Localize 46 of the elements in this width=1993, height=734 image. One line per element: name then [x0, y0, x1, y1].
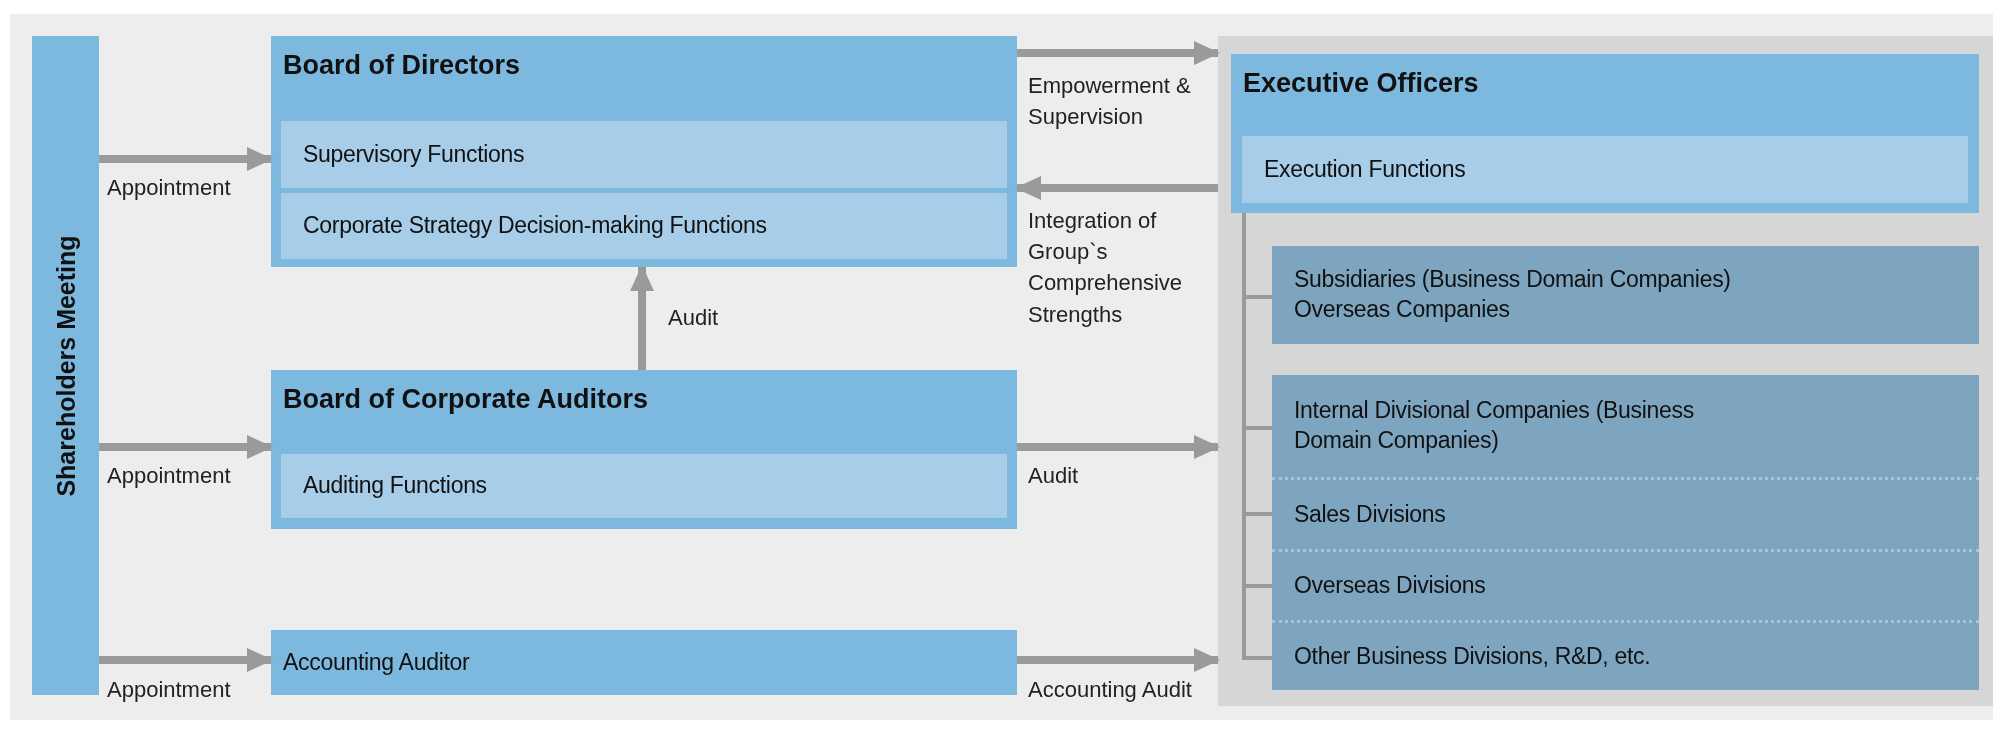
process-box: [1231, 54, 1979, 213]
box-text: Overseas Divisions: [1294, 571, 1487, 601]
process-box: [271, 36, 1017, 267]
arrow: [1015, 176, 1218, 200]
connector-line: [1242, 213, 1272, 660]
box-text: Auditing Functions: [303, 471, 488, 501]
function-box: [281, 121, 1007, 188]
process-box: [271, 630, 1017, 695]
edge-label: Appointment: [107, 462, 231, 490]
box-text: Sales Divisions: [1294, 499, 1447, 529]
box-panel: [1218, 36, 1993, 706]
box-text: Corporate Strategy Decision-making Functions: [303, 211, 768, 241]
box-title: Board of Directors: [283, 49, 521, 82]
edge-label: Audit: [668, 304, 719, 332]
division-box: [1272, 477, 1979, 549]
box-title: Shareholders Meeting: [50, 234, 81, 497]
function-box: [1242, 136, 1968, 203]
box-text: Internal Divisional Companies (Business Domain Companies): [1294, 396, 1694, 455]
box-title: Board of Corporate Auditors: [283, 383, 648, 416]
arrow: [99, 648, 273, 672]
division-box: [1272, 246, 1979, 344]
division-box: [1272, 375, 1979, 477]
arrow: [1017, 648, 1220, 672]
function-box: [281, 454, 1007, 518]
arrow: [99, 147, 273, 171]
box-text: Execution Functions: [1264, 154, 1467, 184]
process-box: [271, 370, 1017, 529]
arrow: [1017, 41, 1220, 65]
box-text: Subsidiaries (Business Domain Companies) Overseas Companies: [1294, 265, 1732, 324]
box-text: Accounting Auditor: [283, 647, 471, 677]
edge-label: Appointment: [107, 676, 231, 704]
box-text: Other Business Divisions, R&D, etc.: [1294, 641, 1652, 671]
function-box: [281, 193, 1007, 259]
edge-label: Appointment: [107, 174, 231, 202]
box-title: Executive Officers: [1243, 67, 1479, 100]
arrow: [99, 435, 273, 459]
division-box: [1272, 549, 1979, 620]
box-text: Supervisory Functions: [303, 139, 526, 169]
arrow: [630, 265, 654, 370]
edge-label: Audit: [1028, 462, 1079, 490]
edge-label: Empowerment & Supervision: [1028, 72, 1192, 132]
vertical-box: [32, 36, 99, 695]
division-box: [1272, 620, 1979, 690]
edge-label: Integration of Group`s Comprehensive Strengths: [1028, 207, 1184, 329]
edge-label: Accounting Audit: [1028, 676, 1192, 704]
arrow: [1017, 435, 1220, 459]
